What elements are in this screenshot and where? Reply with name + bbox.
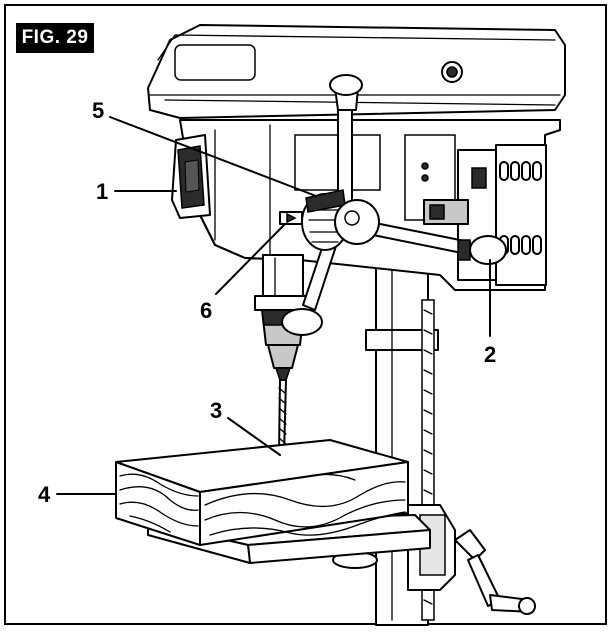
leader-lines: [56, 116, 491, 495]
callout-2: 2: [484, 342, 496, 367]
figure-label: FIG. 29: [16, 23, 94, 53]
workpiece: [115, 439, 409, 546]
callout-4: 4: [38, 482, 51, 507]
callout-labels: 1 2 3 4 5 6: [38, 98, 496, 507]
leader-6: [215, 223, 286, 295]
handle-lower-knob: [281, 308, 323, 336]
leader-5: [109, 116, 317, 197]
panel-latch: [471, 167, 487, 189]
callout-1: 1: [96, 179, 108, 204]
vent-slots: [499, 161, 542, 255]
feed-handles: [279, 74, 507, 336]
callout-3: 3: [210, 398, 222, 423]
figure-frame: [4, 4, 607, 625]
column-collar: [365, 329, 439, 351]
leader-3: [227, 417, 281, 456]
power-switch: [171, 134, 211, 219]
callout-6: 6: [200, 298, 212, 323]
handle-right-knob: [469, 235, 507, 265]
crank-hub: [454, 529, 486, 561]
crank-arm: [467, 554, 501, 607]
spindle: [254, 254, 312, 463]
callout-5: 5: [92, 98, 104, 123]
